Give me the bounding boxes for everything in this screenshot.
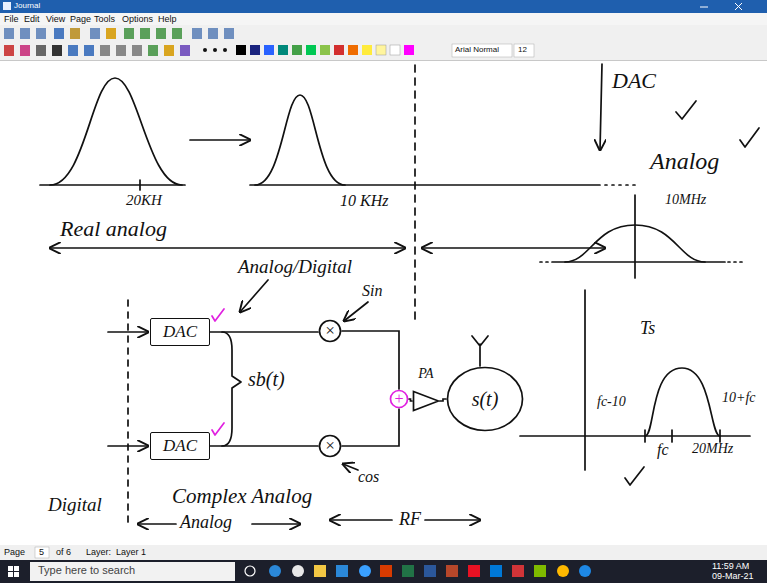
amplifier-triangle (414, 392, 439, 411)
frequency-note: 10 KHz (340, 192, 388, 210)
status-text: of 6 (56, 547, 71, 557)
signal-wire (409, 399, 412, 401)
multiplier-circle: × (318, 319, 342, 343)
signal-wire (210, 331, 318, 333)
node-label: × (324, 322, 335, 341)
font-size: 12 (518, 45, 527, 54)
node-outline (391, 391, 408, 408)
menu-item: File (4, 14, 19, 24)
menu-item: Help (158, 14, 177, 24)
symbol-note: Ts (640, 318, 655, 339)
handwritten-note: Analog (650, 148, 719, 176)
region-note: Analog/Digital (238, 256, 352, 278)
status-text: Page (4, 547, 25, 557)
menu-item: Page (70, 14, 91, 24)
page-number: 5 (39, 547, 44, 557)
amplifier-triangle (412, 390, 440, 412)
status-text: Layer 1 (116, 547, 146, 557)
frequency-note: fc-10 (597, 394, 626, 410)
frequency-note: 20MHz (692, 441, 733, 457)
region-note: Complex Analog (172, 484, 312, 508)
power-amplifier: PA (412, 366, 440, 412)
dac-box: DAC (150, 318, 210, 346)
multiplier-circle: × (318, 434, 342, 458)
carrier-name: Sin (362, 282, 382, 300)
region-note: Digital (48, 494, 102, 516)
carrier-name: cos (358, 468, 379, 486)
signal-wire (342, 331, 399, 389)
node-label: + (394, 390, 405, 408)
frequency-note: 10MHz (665, 192, 706, 208)
menu-item: Tools (94, 14, 115, 24)
clock-date: 09-Mar-21 (712, 571, 754, 581)
status-text: Layer: (86, 547, 111, 557)
node-outline (320, 321, 341, 342)
node-label: × (324, 437, 335, 456)
node-label: DAC (163, 437, 197, 456)
frequency-note: 10+fc (722, 390, 756, 406)
node-label: PA (418, 366, 433, 381)
menu-item: Edit (24, 14, 40, 24)
signal-wire (342, 409, 399, 446)
frequency-note: fc (657, 441, 669, 459)
node-outline (448, 368, 523, 431)
node-label: DAC (163, 323, 197, 342)
search-box-text: Type here to search (38, 564, 135, 577)
adder-circle: + (389, 389, 409, 409)
region-note: RF (399, 509, 421, 530)
clock-time: 11:59 AM (712, 561, 749, 571)
node-outline (320, 436, 341, 457)
signal-circle: s(t) (446, 366, 524, 432)
dac-box: DAC (150, 432, 210, 460)
signal-name: sb(t) (248, 368, 285, 391)
handwritten-note: DAC (612, 68, 656, 93)
menu-item: View (46, 14, 65, 24)
region-note: Analog (180, 512, 232, 533)
node-label: s(t) (472, 388, 499, 410)
menu-item: Options (122, 14, 153, 24)
region-note: Real analog (60, 216, 167, 241)
window-title: Journal (14, 1, 40, 10)
signal-wire (210, 445, 318, 447)
signal-wire (440, 399, 446, 401)
font-name: Arial Normal (455, 45, 499, 54)
frequency-note: 20KH (126, 192, 162, 209)
handwritten-sketch (40, 64, 759, 525)
